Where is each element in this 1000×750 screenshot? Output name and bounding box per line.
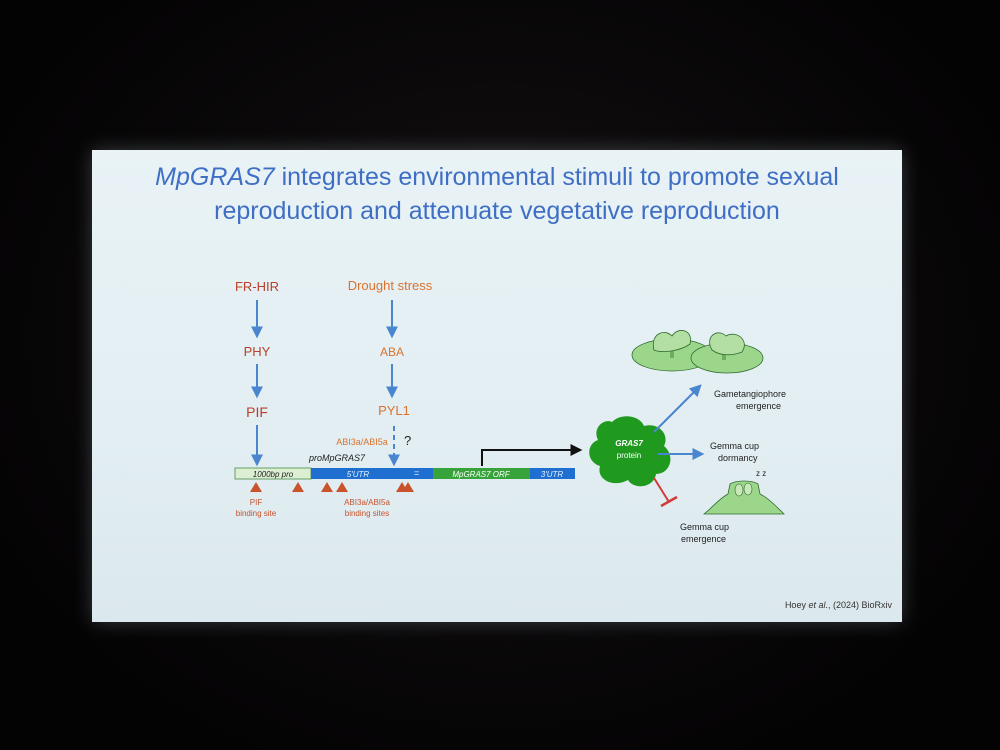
label-5utr: 5'UTR	[347, 470, 370, 479]
title-line1-rest: integrates environmental stimuli to prom…	[274, 163, 839, 191]
label-orf: MpGRAS7 ORF	[452, 470, 510, 479]
label-pif: PIF	[246, 404, 268, 420]
label-gemma-emergence-2: emergence	[681, 534, 726, 544]
label-protein: protein	[617, 451, 641, 460]
label-abi-sites-1: ABI3a/ABI5a	[344, 498, 390, 507]
label-drought-stress: Drought stress	[348, 278, 433, 293]
abi-site-marker-5	[402, 482, 414, 492]
label-gemma-emergence-1: Gemma cup	[680, 522, 729, 532]
label-zzz: z z	[756, 469, 766, 478]
slide-title: MpGRAS7 integrates environmental stimuli…	[92, 160, 902, 228]
inhibit-line	[653, 477, 670, 503]
label-dormancy-1: Gemma cup	[710, 441, 759, 451]
label-abi-sites-2: binding sites	[345, 509, 389, 518]
label-dormancy-2: dormancy	[718, 453, 758, 463]
gene-break-mark: =	[414, 468, 419, 478]
title-gene-name: MpGRAS7	[155, 163, 275, 191]
gras7-protein-blob	[589, 416, 671, 487]
label-phy: PHY	[244, 344, 271, 359]
label-gametangiophore-emergence: emergence	[736, 401, 781, 411]
utr5-box	[311, 468, 489, 479]
gametangiophore-illustration	[631, 330, 764, 374]
label-promoter-name: proMpGRAS7	[308, 453, 366, 463]
label-pyl1: PYL1	[378, 403, 410, 418]
transcription-arrow	[481, 444, 583, 466]
pathway-diagram: FR-HIR PHY PIF Drought stress ABA PYL1 A…	[234, 278, 786, 544]
label-question-mark: ?	[404, 433, 411, 448]
inhibit-bar	[660, 495, 678, 508]
label-abi3a-abi5a: ABI3a/ABI5a	[336, 437, 388, 447]
abi-site-marker-1	[292, 482, 304, 492]
title-line2: reproduction and attenuate vegetative re…	[214, 197, 780, 225]
label-3utr: 3'UTR	[541, 470, 564, 479]
label-1000bp-pro: 1000bp pro	[253, 470, 294, 479]
projection-screen: MpGRAS7 integrates environmental stimuli…	[92, 150, 902, 622]
label-fr-hir: FR-HIR	[235, 279, 279, 294]
label-pif-site-1: PIF	[250, 498, 263, 507]
pif-binding-site-marker	[250, 482, 262, 492]
abi-site-marker-3	[336, 482, 348, 492]
utr5-tail-box	[425, 468, 433, 479]
abi-site-marker-2	[321, 482, 333, 492]
citation: Hoey et al., (2024) BioRxiv	[784, 600, 892, 610]
gemma-cup-illustration	[702, 480, 785, 515]
arrow-to-gametangiophore	[653, 384, 702, 433]
label-gametangiophore: Gametangiophore	[714, 389, 786, 399]
utr3-box	[530, 468, 575, 479]
label-gras7: GRAS7	[615, 439, 643, 448]
orf-box	[433, 468, 530, 479]
label-aba: ABA	[380, 345, 404, 359]
label-pif-site-2: binding site	[236, 509, 277, 518]
